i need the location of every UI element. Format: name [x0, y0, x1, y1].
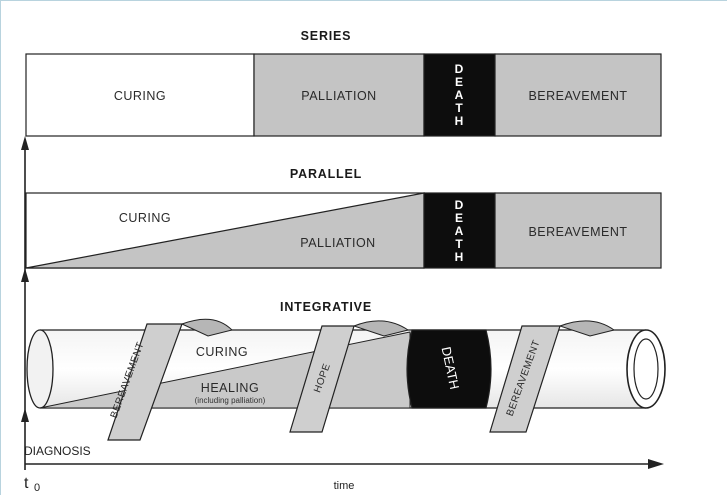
series-death-letter: A: [455, 88, 464, 102]
arrowhead-up-1: [21, 136, 29, 150]
tube-left-end: [27, 330, 53, 408]
arrowhead-up-3: [21, 408, 29, 422]
parallel-palliation-label: PALLIATION: [300, 236, 375, 250]
t0-subscript: 0: [34, 482, 40, 494]
integrative-healing-label: HEALING: [201, 381, 259, 395]
diagnosis-label: DIAGNOSIS: [24, 444, 91, 458]
integrative-healing-note: (including palliation): [195, 396, 266, 405]
parallel-bar: CURING PALLIATION BEREAVEMENT D E A T H: [26, 193, 661, 268]
series-title: SERIES: [301, 29, 352, 43]
integrative-title: INTEGRATIVE: [280, 300, 372, 314]
parallel-death-letter: H: [455, 250, 464, 264]
parallel-curing-label: CURING: [119, 211, 171, 225]
series-bar: CURING PALLIATION BEREAVEMENT D E A T H: [26, 54, 661, 136]
series-death-letter: T: [455, 101, 463, 115]
integrative-curing-label: CURING: [196, 345, 248, 359]
parallel-death-letter: A: [455, 224, 464, 238]
parallel-death-letter: T: [455, 237, 463, 251]
parallel-bereavement-label: BEREAVEMENT: [528, 225, 627, 239]
series-death-letter: H: [455, 114, 464, 128]
parallel-title: PARALLEL: [290, 167, 362, 181]
time-label: time: [334, 480, 355, 492]
series-bereavement-label: BEREAVEMENT: [528, 89, 627, 103]
time-axis-arrowhead: [648, 459, 664, 469]
series-death-letter: E: [455, 75, 463, 89]
parallel-death-letter: D: [455, 198, 464, 212]
series-curing-label: CURING: [114, 89, 166, 103]
t0-label: t: [24, 475, 29, 492]
series-palliation-label: PALLIATION: [301, 89, 376, 103]
parallel-death-letter: E: [455, 211, 463, 225]
series-death-letter: D: [455, 62, 464, 76]
tube-right-opening-inner: [634, 339, 658, 399]
arrowhead-up-2: [21, 268, 29, 282]
integrative-tube: CURING HEALING (including palliation) BE…: [27, 319, 665, 440]
